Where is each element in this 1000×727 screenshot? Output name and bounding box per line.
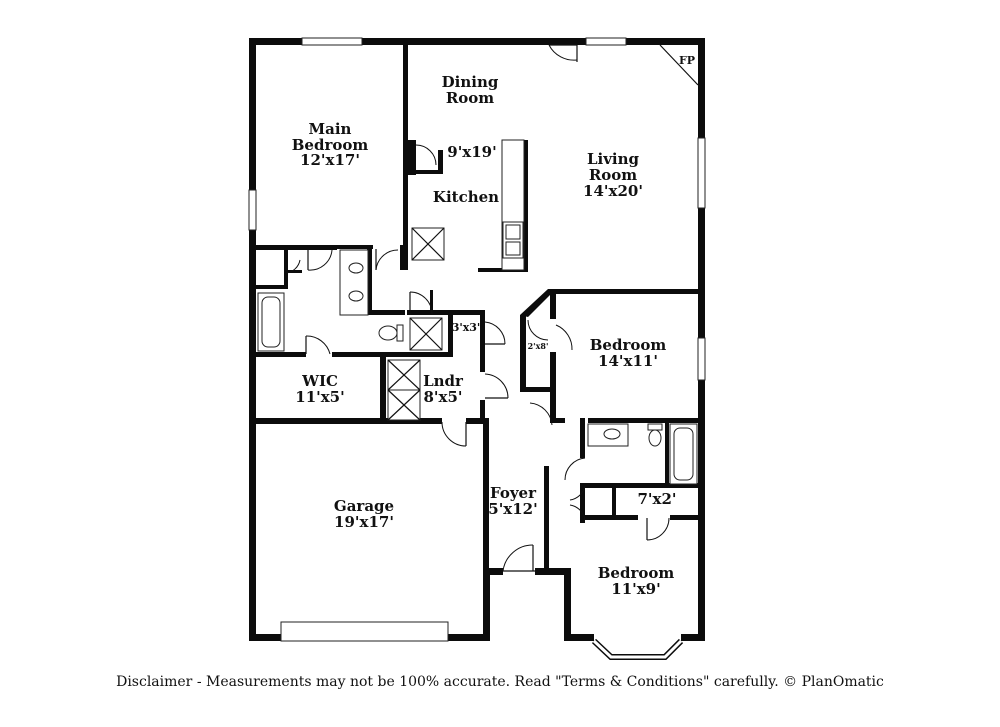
fireplace-label: FP xyxy=(679,54,695,67)
garage-label: Garage xyxy=(334,497,394,515)
fixtures xyxy=(257,139,698,485)
dining-label-line2: Room xyxy=(446,89,494,107)
disclaimer-text: Disclaimer - Measurements may not be 100… xyxy=(116,674,884,690)
doors xyxy=(285,44,670,572)
wic-size: 11'x5' xyxy=(295,388,344,406)
kitchen-dining-size: 9'x19' xyxy=(447,143,496,161)
bedroom-2-size: 14'x11' xyxy=(598,352,658,370)
closet-7x2-size: 7'x2' xyxy=(637,490,676,508)
interior-walls xyxy=(256,45,705,568)
windows xyxy=(248,37,706,642)
main-bedroom-label-line2: Bedroom xyxy=(292,136,369,154)
living-label-line2: Room xyxy=(589,166,637,184)
dining-label-line1: Dining xyxy=(442,73,499,91)
bedroom-3-label: Bedroom xyxy=(598,564,675,582)
main-bedroom-size: 12'x17' xyxy=(300,151,360,169)
room-labels: Dining Room Main Bedroom 12'x17' 9'x19' … xyxy=(292,54,695,598)
bedroom-3-size: 11'x9' xyxy=(611,580,660,598)
living-size: 14'x20' xyxy=(583,182,643,200)
garage-size: 19'x17' xyxy=(334,513,394,531)
fireplace-line xyxy=(659,44,699,86)
closet-2x8-size: 2'x8' xyxy=(528,341,549,351)
foyer-size: 5'x12' xyxy=(488,500,537,518)
laundry-label: Lndr xyxy=(423,372,464,390)
living-label-line1: Living xyxy=(587,150,640,168)
kitchen-label: Kitchen xyxy=(433,188,499,206)
laundry-size: 8'x5' xyxy=(423,388,462,406)
closet-3x3-size: 3'x3' xyxy=(452,321,481,334)
foyer-label: Foyer xyxy=(490,484,537,502)
bedroom-2-label: Bedroom xyxy=(590,336,667,354)
wic-label: WIC xyxy=(301,372,338,390)
bay-window xyxy=(591,638,684,660)
main-bedroom-label-line1: Main xyxy=(309,120,352,138)
